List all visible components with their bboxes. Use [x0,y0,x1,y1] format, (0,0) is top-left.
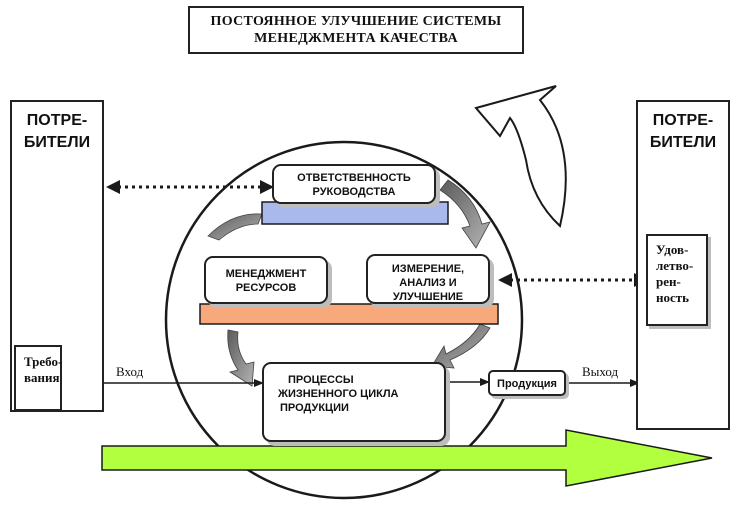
continual-improvement-arrow-icon [474,85,567,228]
customers-left-title: ПОТРЕ- БИТЕЛИ [23,112,91,151]
resources-measurement-bar [199,303,499,325]
cycle-arrow-right-icon [439,179,491,249]
measurement-analysis-box: ИЗМЕРЕНИЕ, АНАЛИЗ И УЛУЧШЕНИЕ [366,254,490,304]
title-line-1: ПОСТОЯННОЕ УЛУЧШЕНИЕ СИСТЕМЫ [210,14,502,29]
customers-right-title: ПОТРЕ- БИТЕЛИ [649,112,717,151]
green-improvement-arrow-icon [101,429,713,487]
title-line-2: МЕНЕДЖМЕНТА КАЧЕСТВА [254,31,458,46]
satisfaction-box: Удов- летво- рен- ность [646,234,708,326]
management-responsibility-bar [261,201,449,225]
product-lifecycle-box: ПРОЦЕССЫ ЖИЗНЕННОГО ЦИКЛА ПРОДУКЦИИ [262,362,446,442]
management-responsibility-box: ОТВЕТСТВЕННОСТЬ РУКОВОДСТВА [272,164,436,204]
resource-management-box: МЕНЕДЖМЕНТ РЕСУРСОВ [204,256,328,304]
input-label: Вход [116,364,144,379]
output-label: Выход [582,364,619,379]
cycle-arrow-lower-left-icon [227,329,255,387]
diagram-title: ПОСТОЯННОЕ УЛУЧШЕНИЕ СИСТЕМЫ МЕНЕДЖМЕНТА… [188,6,524,54]
cycle-arrow-left-icon [207,213,263,241]
requirements-box: Требо- вания [14,345,62,411]
product-box: Продукция [488,370,566,396]
